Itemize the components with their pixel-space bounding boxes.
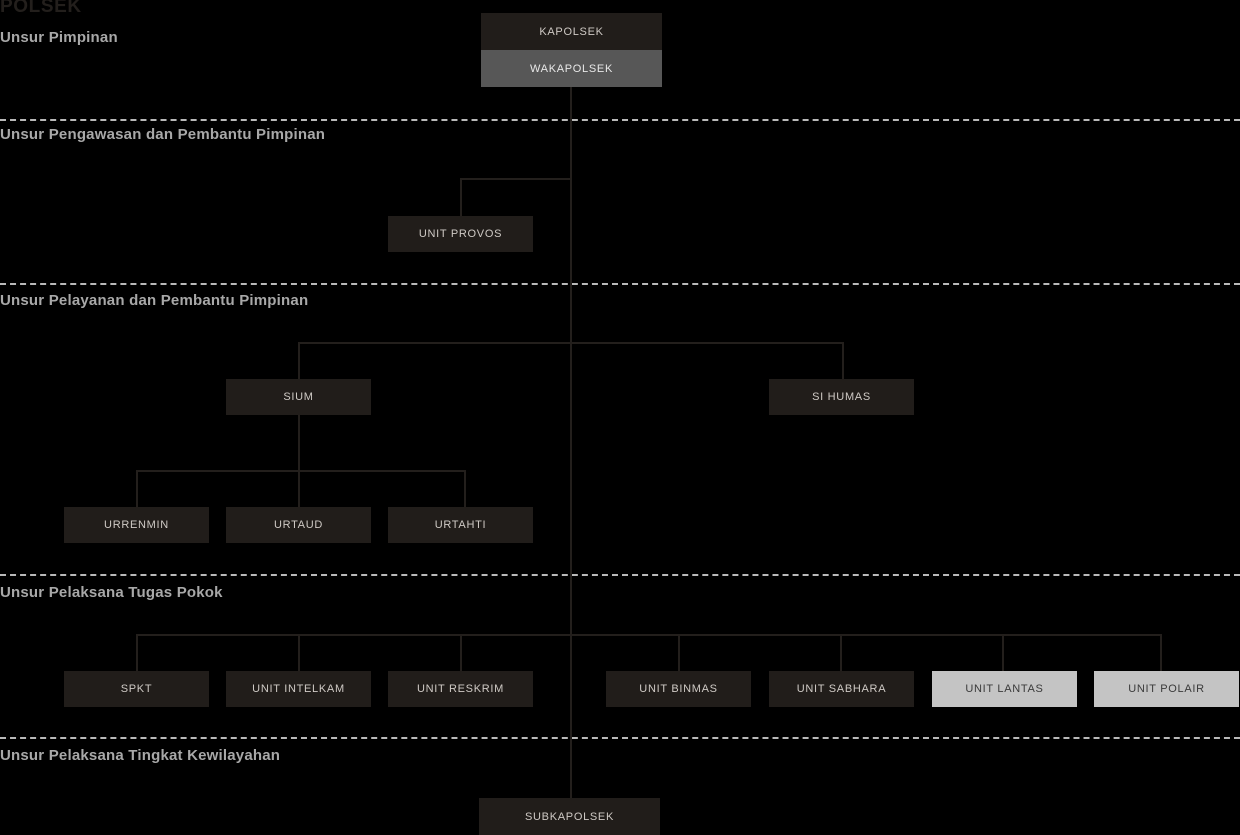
trunk-line-main	[570, 86, 572, 798]
connector-lantas-drop	[1002, 634, 1004, 671]
node-unit-provos[interactable]: UNIT PROVOS	[388, 216, 533, 252]
section-divider-4	[0, 737, 1240, 739]
node-unit-sabhara[interactable]: UNIT SABHARA	[769, 671, 914, 707]
section-divider-2	[0, 283, 1240, 285]
connector-provos-horizontal	[460, 178, 571, 180]
node-urtaud[interactable]: URTAUD	[226, 507, 371, 543]
connector-binmas-drop	[678, 634, 680, 671]
section-label-kewilayahan: Unsur Pelaksana Tingkat Kewilayahan	[0, 747, 281, 764]
connector-pelayanan-bus	[298, 342, 844, 344]
connector-sihumas-drop	[842, 342, 844, 379]
connector-sabhara-drop	[840, 634, 842, 671]
node-kapolsek[interactable]: KAPOLSEK	[481, 13, 662, 50]
node-unit-lantas[interactable]: UNIT LANTAS	[932, 671, 1077, 707]
node-spkt[interactable]: SPKT	[64, 671, 209, 707]
connector-sium-drop	[298, 342, 300, 379]
node-wakapolsek[interactable]: WAKAPOLSEK	[481, 50, 662, 87]
connector-provos-drop	[460, 178, 462, 216]
section-label-tugas-pokok: Unsur Pelaksana Tugas Pokok	[0, 584, 223, 601]
section-divider-1	[0, 119, 1240, 121]
node-subkapolsek[interactable]: SUBKAPOLSEK	[479, 798, 660, 835]
connector-urtaud-drop	[298, 470, 300, 507]
node-sium[interactable]: SIUM	[226, 379, 371, 415]
connector-urrenmin-drop	[136, 470, 138, 507]
connector-sium-stem	[298, 415, 300, 470]
connector-sium-children-bus	[136, 470, 466, 472]
connector-intelkam-drop	[298, 634, 300, 671]
node-urrenmin[interactable]: URRENMIN	[64, 507, 209, 543]
node-urtahti[interactable]: URTAHTI	[388, 507, 533, 543]
section-label-pengawasan: Unsur Pengawasan dan Pembantu Pimpinan	[0, 126, 326, 143]
connector-tugaspokok-bus	[136, 634, 1162, 636]
node-si-humas[interactable]: SI HUMAS	[769, 379, 914, 415]
page-title: POLSEK	[0, 0, 82, 17]
connector-urtahti-drop	[464, 470, 466, 507]
node-unit-binmas[interactable]: UNIT BINMAS	[606, 671, 751, 707]
section-label-pelayanan: Unsur Pelayanan dan Pembantu Pimpinan	[0, 292, 309, 309]
node-unit-polair[interactable]: UNIT POLAIR	[1094, 671, 1239, 707]
node-unit-reskrim[interactable]: UNIT RESKRIM	[388, 671, 533, 707]
section-divider-3	[0, 574, 1240, 576]
node-unit-intelkam[interactable]: UNIT INTELKAM	[226, 671, 371, 707]
connector-reskrim-drop	[460, 634, 462, 671]
connector-polair-drop	[1160, 634, 1162, 671]
section-label-pimpinan: Unsur Pimpinan	[0, 29, 118, 46]
connector-spkt-drop	[136, 634, 138, 671]
